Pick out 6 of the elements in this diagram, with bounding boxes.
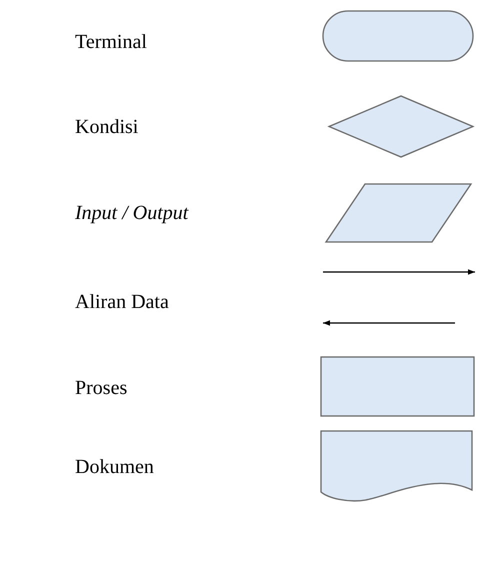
legend-label: Dokumen (75, 455, 154, 479)
legend-label: Input / Output (75, 201, 188, 225)
legend-label: Proses (75, 376, 128, 400)
legend-label: Kondisi (75, 115, 138, 139)
legend-label: Terminal (75, 30, 147, 54)
legend-label: Aliran Data (75, 290, 169, 314)
